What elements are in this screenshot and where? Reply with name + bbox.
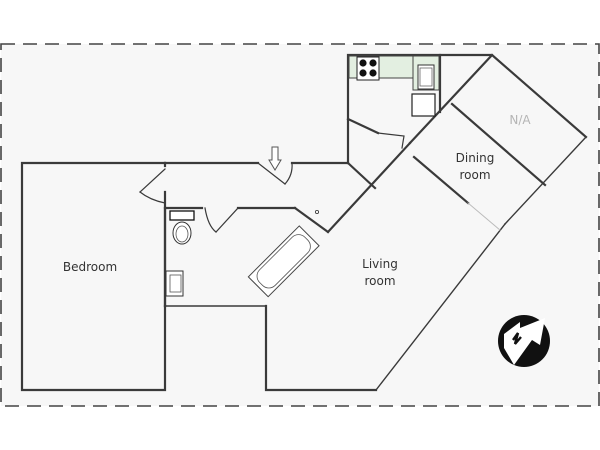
room-label-not-available: N/A (509, 113, 531, 127)
bathroom-sink-icon (165, 270, 184, 297)
bedroom-door (139, 168, 166, 204)
stove-icon (356, 56, 380, 81)
bathroom-door (204, 207, 239, 233)
bathroom-walls (163, 206, 297, 308)
room-label-living-room: Living room (362, 257, 398, 288)
drain-icon (314, 209, 319, 214)
room-label-dining-room: Dining room (455, 151, 495, 182)
kitchen-sink-icon (417, 64, 435, 90)
entrance-arrow (268, 146, 282, 171)
dining-opening (467, 202, 501, 231)
room-label-bedroom: Bedroom (62, 260, 118, 274)
kitchen-walls (346, 53, 492, 190)
toilet-icon (169, 210, 195, 245)
refrigerator-icon (411, 93, 436, 117)
north-arrow-icon (498, 315, 550, 367)
dining-room-walls (408, 53, 588, 225)
entrance-door (257, 162, 293, 185)
bathtub-icon (247, 225, 320, 298)
living-room-walls (264, 141, 506, 392)
